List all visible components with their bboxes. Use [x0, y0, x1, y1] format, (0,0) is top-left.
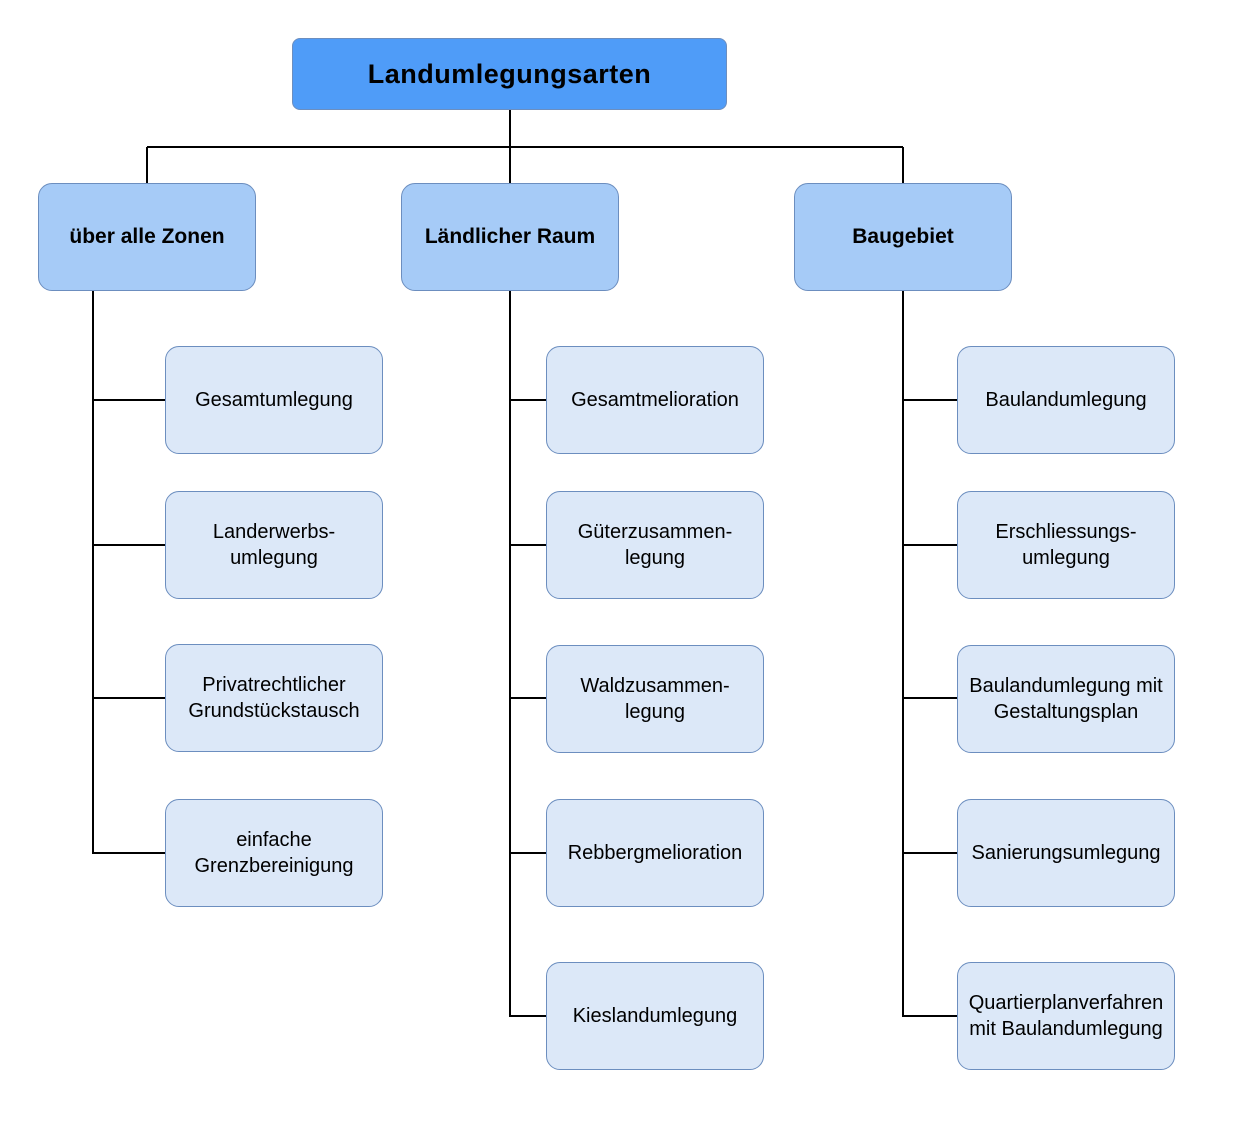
- item-label: Waldzusammen- legung: [580, 675, 730, 723]
- item-label: Gesamtumlegung: [195, 389, 353, 411]
- item-label: Kieslandumlegung: [572, 1005, 738, 1027]
- item-label: Sanierungsumlegung: [971, 842, 1161, 864]
- item-label: Quartierplanverfahren mit Baulandumlegun…: [968, 992, 1164, 1040]
- item-node-gesamtumlegung: Gesamtumlegung: [165, 346, 383, 454]
- item-label: Landerwerbs- umlegung: [212, 521, 336, 569]
- item-node-gesamtmelioration: Gesamtmelioration: [546, 346, 764, 454]
- category-node-baugebiet: Baugebiet: [794, 183, 1012, 291]
- item-label: Erschliessungs- umlegung: [995, 521, 1137, 569]
- root-node: Landumlegungsarten: [292, 38, 727, 110]
- item-label: Rebbergmelioration: [567, 842, 743, 864]
- item-label: Baulandumlegung: [985, 389, 1147, 411]
- item-node-landerwerbsumlegung: Landerwerbs- umlegung: [165, 491, 383, 599]
- item-label: Privatrechtlicher Grundstückstausch: [188, 674, 360, 722]
- item-node-gueterzusammenlegung: Güterzusammen- legung: [546, 491, 764, 599]
- item-node-kieslandumlegung: Kieslandumlegung: [546, 962, 764, 1070]
- category-node-laendlicher-raum: Ländlicher Raum: [401, 183, 619, 291]
- item-label: einfache Grenzbereinigung: [194, 829, 354, 877]
- item-node-sanierungsumlegung: Sanierungsumlegung: [957, 799, 1175, 907]
- category-label: Baugebiet: [852, 225, 954, 248]
- item-node-baulandumlegung-mit-gestaltungsplan: Baulandumlegung mit Gestaltungsplan: [957, 645, 1175, 753]
- category-label: Ländlicher Raum: [424, 225, 596, 248]
- item-node-waldzusammenlegung: Waldzusammen- legung: [546, 645, 764, 753]
- category-node-ueber-alle-zonen: über alle Zonen: [38, 183, 256, 291]
- category-label: über alle Zonen: [69, 225, 225, 248]
- item-node-quartierplanverfahren: Quartierplanverfahren mit Baulandumlegun…: [957, 962, 1175, 1070]
- item-node-baulandumlegung: Baulandumlegung: [957, 346, 1175, 454]
- item-label: Baulandumlegung mit Gestaltungsplan: [969, 675, 1163, 723]
- item-node-einfache-grenzbereinigung: einfache Grenzbereinigung: [165, 799, 383, 907]
- item-node-privatrechtlicher-grundstueckstausch: Privatrechtlicher Grundstückstausch: [165, 644, 383, 752]
- item-label: Güterzusammen- legung: [577, 521, 733, 569]
- root-label: Landumlegungsarten: [367, 58, 652, 89]
- item-node-rebbergmelioration: Rebbergmelioration: [546, 799, 764, 907]
- item-label: Gesamtmelioration: [571, 389, 739, 411]
- item-node-erschliessungsumlegung: Erschliessungs- umlegung: [957, 491, 1175, 599]
